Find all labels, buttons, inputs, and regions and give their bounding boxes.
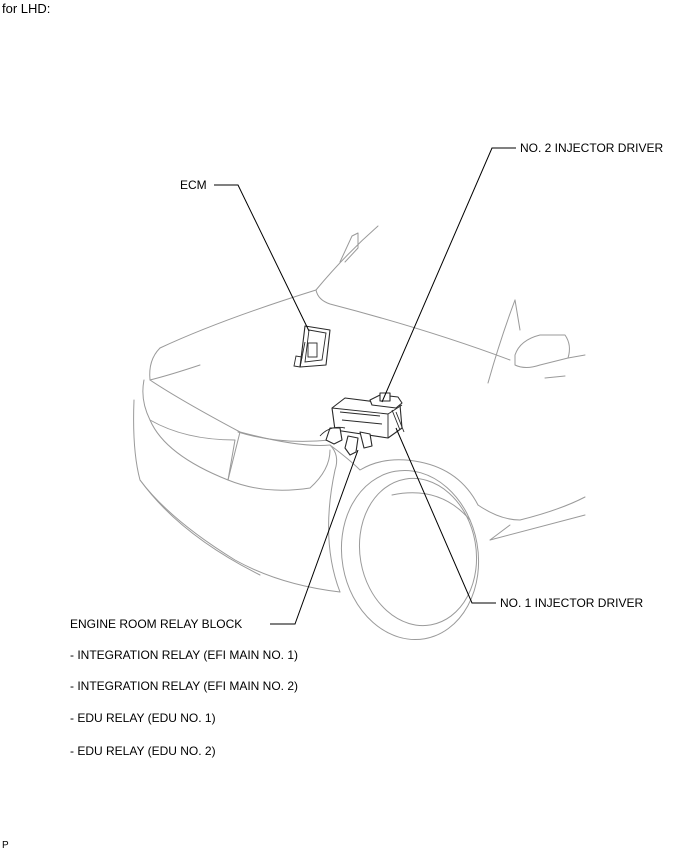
label-relay-block: ENGINE ROOM RELAY BLOCK (70, 617, 243, 631)
label-injector-driver-2: NO. 2 INJECTOR DRIVER (520, 141, 664, 155)
ecm-leader (214, 184, 310, 332)
relay-item-efi-main-1: - INTEGRATION RELAY (EFI MAIN NO. 1) (70, 648, 299, 662)
injector-driver-2-leader (381, 147, 516, 403)
footer-code: P (2, 840, 9, 851)
ecm-unit (293, 325, 331, 368)
relay-item-edu-2: - EDU RELAY (EDU NO. 2) (70, 744, 216, 758)
header-text: for LHD: (2, 1, 51, 16)
label-injector-driver-1: NO. 1 INJECTOR DRIVER (500, 596, 644, 610)
relay-item-edu-1: - EDU RELAY (EDU NO. 1) (70, 711, 216, 725)
leader-lines (214, 147, 516, 625)
vehicle-outline (133, 225, 586, 641)
relay-item-efi-main-2: - INTEGRATION RELAY (EFI MAIN NO. 2) (70, 679, 299, 693)
relay-block-leader (270, 449, 359, 625)
injector-driver-1-leader (395, 427, 496, 604)
label-ecm: ECM (180, 178, 207, 192)
relay-block-assembly (319, 392, 405, 456)
